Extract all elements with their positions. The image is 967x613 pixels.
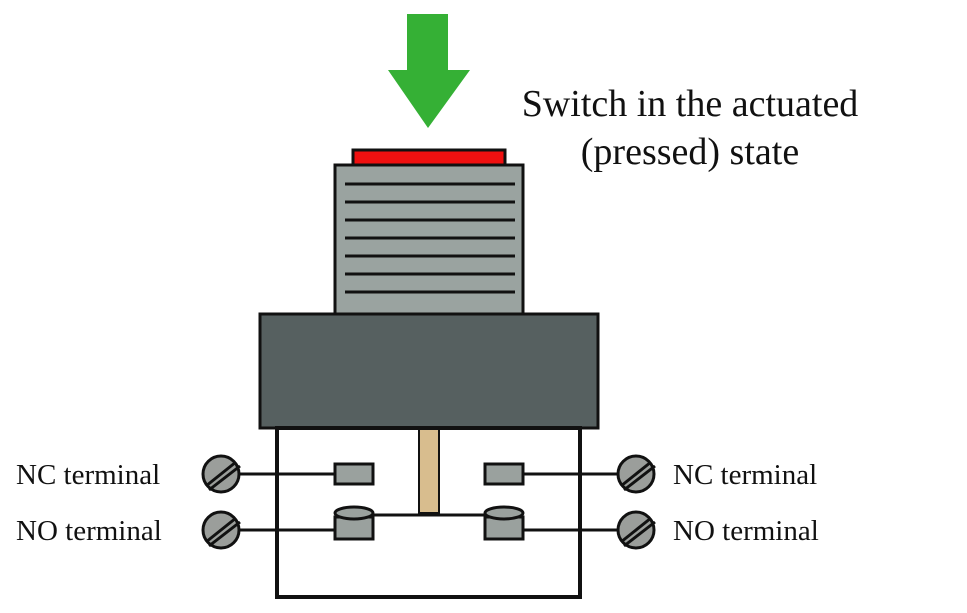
caption-line-1: Switch in the actuated	[522, 83, 859, 125]
plunger	[333, 163, 525, 317]
terminal-wires	[240, 472, 617, 532]
screw-icon	[201, 454, 241, 494]
nc-terminal-label-left: NC terminal	[16, 459, 160, 491]
no-contact-left	[333, 505, 375, 541]
screw-icon	[616, 510, 656, 550]
screw-icon	[616, 454, 656, 494]
no-terminal-label-left: NO terminal	[16, 515, 162, 547]
switch-housing	[258, 312, 600, 430]
nc-contact-right	[483, 462, 525, 486]
no-contact-right	[483, 505, 525, 541]
nc-contact-left	[333, 462, 375, 486]
plunger-ribs	[345, 182, 515, 294]
actuator-rod	[418, 428, 440, 514]
caption-line-2: (pressed) state	[581, 131, 799, 173]
screw-icon	[201, 510, 241, 550]
no-terminal-label-right: NO terminal	[673, 515, 819, 547]
arrow-down-icon	[388, 14, 470, 128]
nc-terminal-label-right: NC terminal	[673, 459, 817, 491]
